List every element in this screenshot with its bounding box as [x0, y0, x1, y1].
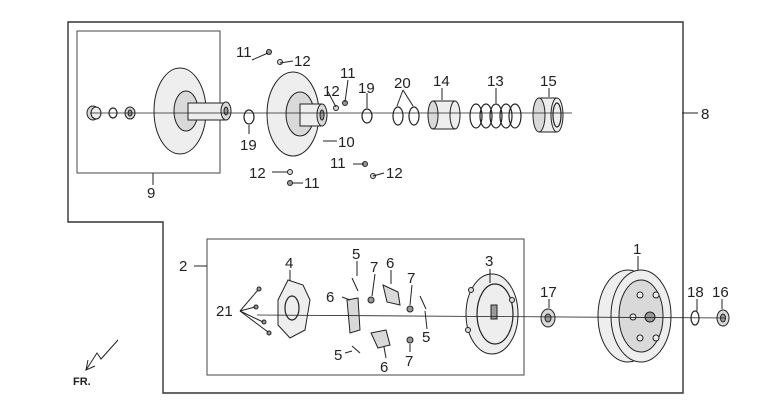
callout-5-c: 5	[334, 347, 342, 364]
callout-2: 2	[179, 258, 187, 275]
callout-12-b: 12	[323, 83, 340, 100]
callout-12-c: 12	[386, 165, 403, 182]
fr-label: FR.	[73, 376, 91, 388]
subassembly-box-9	[76, 30, 221, 174]
callout-11-d: 11	[304, 175, 320, 192]
o-ring-right	[361, 108, 373, 124]
o-ring-left	[243, 109, 255, 125]
callout-7-c: 7	[405, 353, 413, 370]
callout-10: 10	[338, 134, 355, 151]
callout-15: 15	[540, 73, 557, 90]
driven-spring-part	[469, 103, 522, 129]
callout-labels: 8 9 2 11 12 11 12 19 20 14 13 15 19 10 1…	[147, 44, 729, 376]
callout-12-d: 12	[249, 165, 266, 182]
callout-13: 13	[487, 73, 504, 90]
callout-6-a: 6	[386, 255, 394, 272]
drive-plate-part	[465, 273, 519, 355]
callout-7-b: 7	[407, 270, 415, 287]
driven-face-part	[153, 67, 232, 155]
damper-parts	[367, 296, 414, 344]
callout-6-b: 6	[326, 289, 334, 306]
callout-11-a: 11	[236, 44, 252, 61]
callout-21: 21	[216, 303, 233, 320]
callout-16: 16	[712, 284, 729, 301]
assembly-axes	[90, 112, 727, 319]
collar-part	[532, 97, 564, 133]
leader-lines	[152, 52, 723, 359]
subassembly-box-2	[206, 238, 525, 376]
callout-20: 20	[394, 75, 411, 92]
callout-18: 18	[687, 284, 704, 301]
assembly-frame-8	[67, 21, 684, 394]
oil-seal-parts	[392, 106, 420, 126]
spring-seat-part	[427, 100, 461, 130]
movable-driven-face-part	[266, 71, 328, 157]
callout-12-a: 12	[294, 53, 311, 70]
callout-5-b: 5	[422, 329, 430, 346]
guide-pin-parts	[266, 49, 376, 186]
clutch-shoe-parts	[346, 284, 401, 349]
front-direction-arrow: FR.	[73, 339, 119, 388]
callout-8: 8	[701, 106, 709, 123]
callout-6-c: 6	[380, 359, 388, 376]
clutch-outer-part	[597, 269, 672, 363]
callout-3: 3	[485, 253, 493, 270]
callout-7-a: 7	[370, 259, 378, 276]
callout-11-c: 11	[330, 155, 346, 172]
callout-5-a: 5	[352, 246, 360, 263]
nut-17-part	[540, 308, 556, 328]
callout-11-b: 11	[340, 65, 356, 82]
clutch-plate-part	[277, 279, 311, 339]
callout-14: 14	[433, 73, 450, 90]
callout-19-b: 19	[358, 80, 375, 97]
shoe-spring-parts	[351, 277, 427, 354]
callout-17: 17	[540, 284, 557, 301]
callout-9: 9	[147, 185, 155, 202]
callout-1: 1	[633, 241, 641, 258]
callout-4: 4	[285, 255, 293, 272]
callout-19-a: 19	[240, 137, 257, 154]
